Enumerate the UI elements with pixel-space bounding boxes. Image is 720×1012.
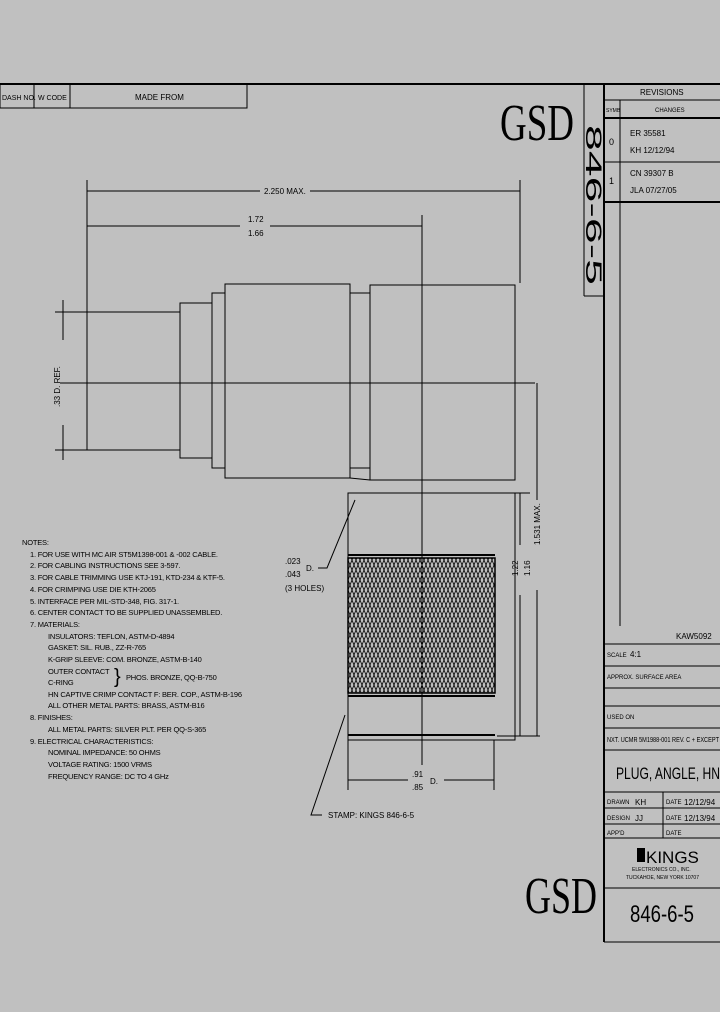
note-1: 1. FOR USE WITH MC AIR ST5M1398-001 & -0… [30,549,218,559]
design-label: DESIGN [607,816,630,822]
revision-line2: KH 12/12/94 [630,146,675,155]
dim-hole-min: .043 [285,570,301,579]
drawing-number-vertical: 846-6-5 [581,125,606,285]
ref-number: KAW5092 [676,632,712,641]
note-5: 5. INTERFACE PER MIL-STD-348, FIG. 317-1… [30,596,179,606]
drawing-number: 846-6-5 [630,901,694,928]
note-7-other-parts: ALL OTHER METAL PARTS: BRASS, ASTM-B16 [48,701,205,711]
revision-row: 0 ER 35581 KH 12/12/94 [609,129,675,155]
kings-logo-mark [637,848,645,862]
revision-sym: 0 [609,137,614,147]
design-date-label: DATE [666,816,682,822]
dimensions: 2.250 MAX. 1.72 1.66 .33 D. REF. 1.531 M… [53,180,542,820]
dim-hole-suffix: D. [306,564,314,573]
knurled-grip [347,557,496,694]
note-4: 4. FOR CRIMPING USE DIE KTH-2065 [30,584,156,594]
header-made-from: MADE FROM [135,93,184,102]
revisions-col-sym: SYMB [606,108,621,114]
crimp-sleeve [179,302,213,459]
dim-overall: 2.250 MAX. [264,187,306,196]
dim-knurl-min: 1.16 [523,560,532,576]
note-3: 3. FOR CABLE TRIMMING USE KTJ-191, KTD-2… [30,573,225,583]
used-on-label: USED ON [607,715,634,721]
dim-dia-suffix: D. [430,777,438,786]
dim-dia-min: .85 [412,783,424,792]
header-w-code: W CODE [38,95,67,102]
dim-holes-count: (3 HOLES) [285,584,324,593]
scale-label: SCALE [607,653,627,659]
revisions-table: REVISIONS SYMB CHANGES 0 ER 35581 KH 12/… [603,84,720,942]
note-7-gasket: GASKET: SIL. RUB., ZZ-R-765 [48,643,146,653]
body-housing [224,283,351,479]
title-block: KAW5092 SCALE 4:1 APPROX. SURFACE AREA U… [604,632,720,943]
company-name: KINGS [646,848,699,867]
note-9-frequency: FREQUENCY RANGE: DC TO 4 GHz [48,771,169,781]
dim-height: 1.531 MAX. [533,503,542,545]
vertical-drawing-number-box: 846-6-5 [581,84,606,297]
dim-dia-max: .91 [412,770,424,779]
revisions-col-changes: CHANGES [655,108,685,114]
note-9-impedance: NOMINAL IMPEDANCE: 50 OHMS [48,748,161,758]
note-2: 2. FOR CABLING INSTRUCTIONS SEE 3-597. [30,561,181,571]
revision-line1: CN 39307 B [630,169,674,178]
revision-row: 1 CN 39307 B JLA 07/27/05 [609,169,677,195]
drawn-label: DRAWN [607,800,629,806]
scale-value: 4:1 [630,650,642,659]
cable-ferrule [86,311,181,451]
dim-hole-max: .023 [285,557,301,566]
revisions-title: REVISIONS [640,88,684,97]
dim-cable-dia: .33 D. REF. [53,366,62,407]
dim-length-max: 1.72 [248,215,264,224]
dim-length-min: 1.66 [248,229,264,238]
header-block: DASH NO. W CODE MADE FROM [0,83,248,109]
approved-label: APP'D [607,831,625,837]
drawn-by: KH [635,798,646,807]
note-8: 8. FINISHES: [30,713,73,723]
drawn-date: 12/12/94 [684,798,716,807]
note-7: 7. MATERIALS: [30,619,80,629]
company-address: TUCKAHOE, NEW YORK 10707 [626,875,699,881]
next-assembly: NXT. UCMR 5M1988-001 REV. C + EXCEPT [607,737,720,744]
notes-title: NOTES: [22,538,49,547]
note-9: 9. ELECTRICAL CHARACTERISTICS: [30,736,154,746]
note-6: 6. CENTER CONTACT TO BE SUPPLIED UNASSEM… [30,608,223,618]
design-by: JJ [635,814,643,823]
part-title: PLUG, ANGLE, HN [616,764,720,783]
note-7-phos-bronze: PHOS. BRONZE, QQ-B-750 [126,672,217,682]
dim-knurl-max: 1.22 [511,560,520,576]
connector-drawing [60,283,530,765]
gsd-logo-top: GSD [500,95,574,152]
note-7-insulators: INSULATORS: TEFLON, ASTM-D-4894 [48,631,175,641]
design-date: 12/13/94 [684,814,716,823]
brace: } [114,665,121,688]
note-8-finish: ALL METAL PARTS: SILVER PLT. PER QQ-S-36… [48,724,207,734]
revision-line2: JLA 07/27/05 [630,186,677,195]
note-7-captive-contact: HN CAPTIVE CRIMP CONTACT F: BER. COP., A… [48,689,242,699]
company-line2: ELECTRONICS CO., INC. [632,867,691,873]
header-dash-no: DASH NO. [2,95,36,102]
stamp-note: STAMP: KINGS 846-6-5 [328,811,415,820]
note-7-c-ring: C-RING [48,678,74,688]
gsd-logo-bottom: GSD [525,868,597,925]
note-9-voltage: VOLTAGE RATING: 1500 VRMS [48,759,152,769]
revision-sym: 1 [609,176,614,186]
note-7-kgrip: K-GRIP SLEEVE: COM. BRONZE, ASTM-B-140 [48,655,202,665]
approved-date-label: DATE [666,831,682,837]
surface-area-label: APPROX. SURFACE AREA [607,675,681,681]
note-7-outer-contact: OUTER CONTACT [48,666,110,676]
revision-line1: ER 35581 [630,129,666,138]
notes: NOTES: 1. FOR USE WITH MC AIR ST5M1398-0… [22,537,242,782]
drawn-date-label: DATE [666,800,682,806]
